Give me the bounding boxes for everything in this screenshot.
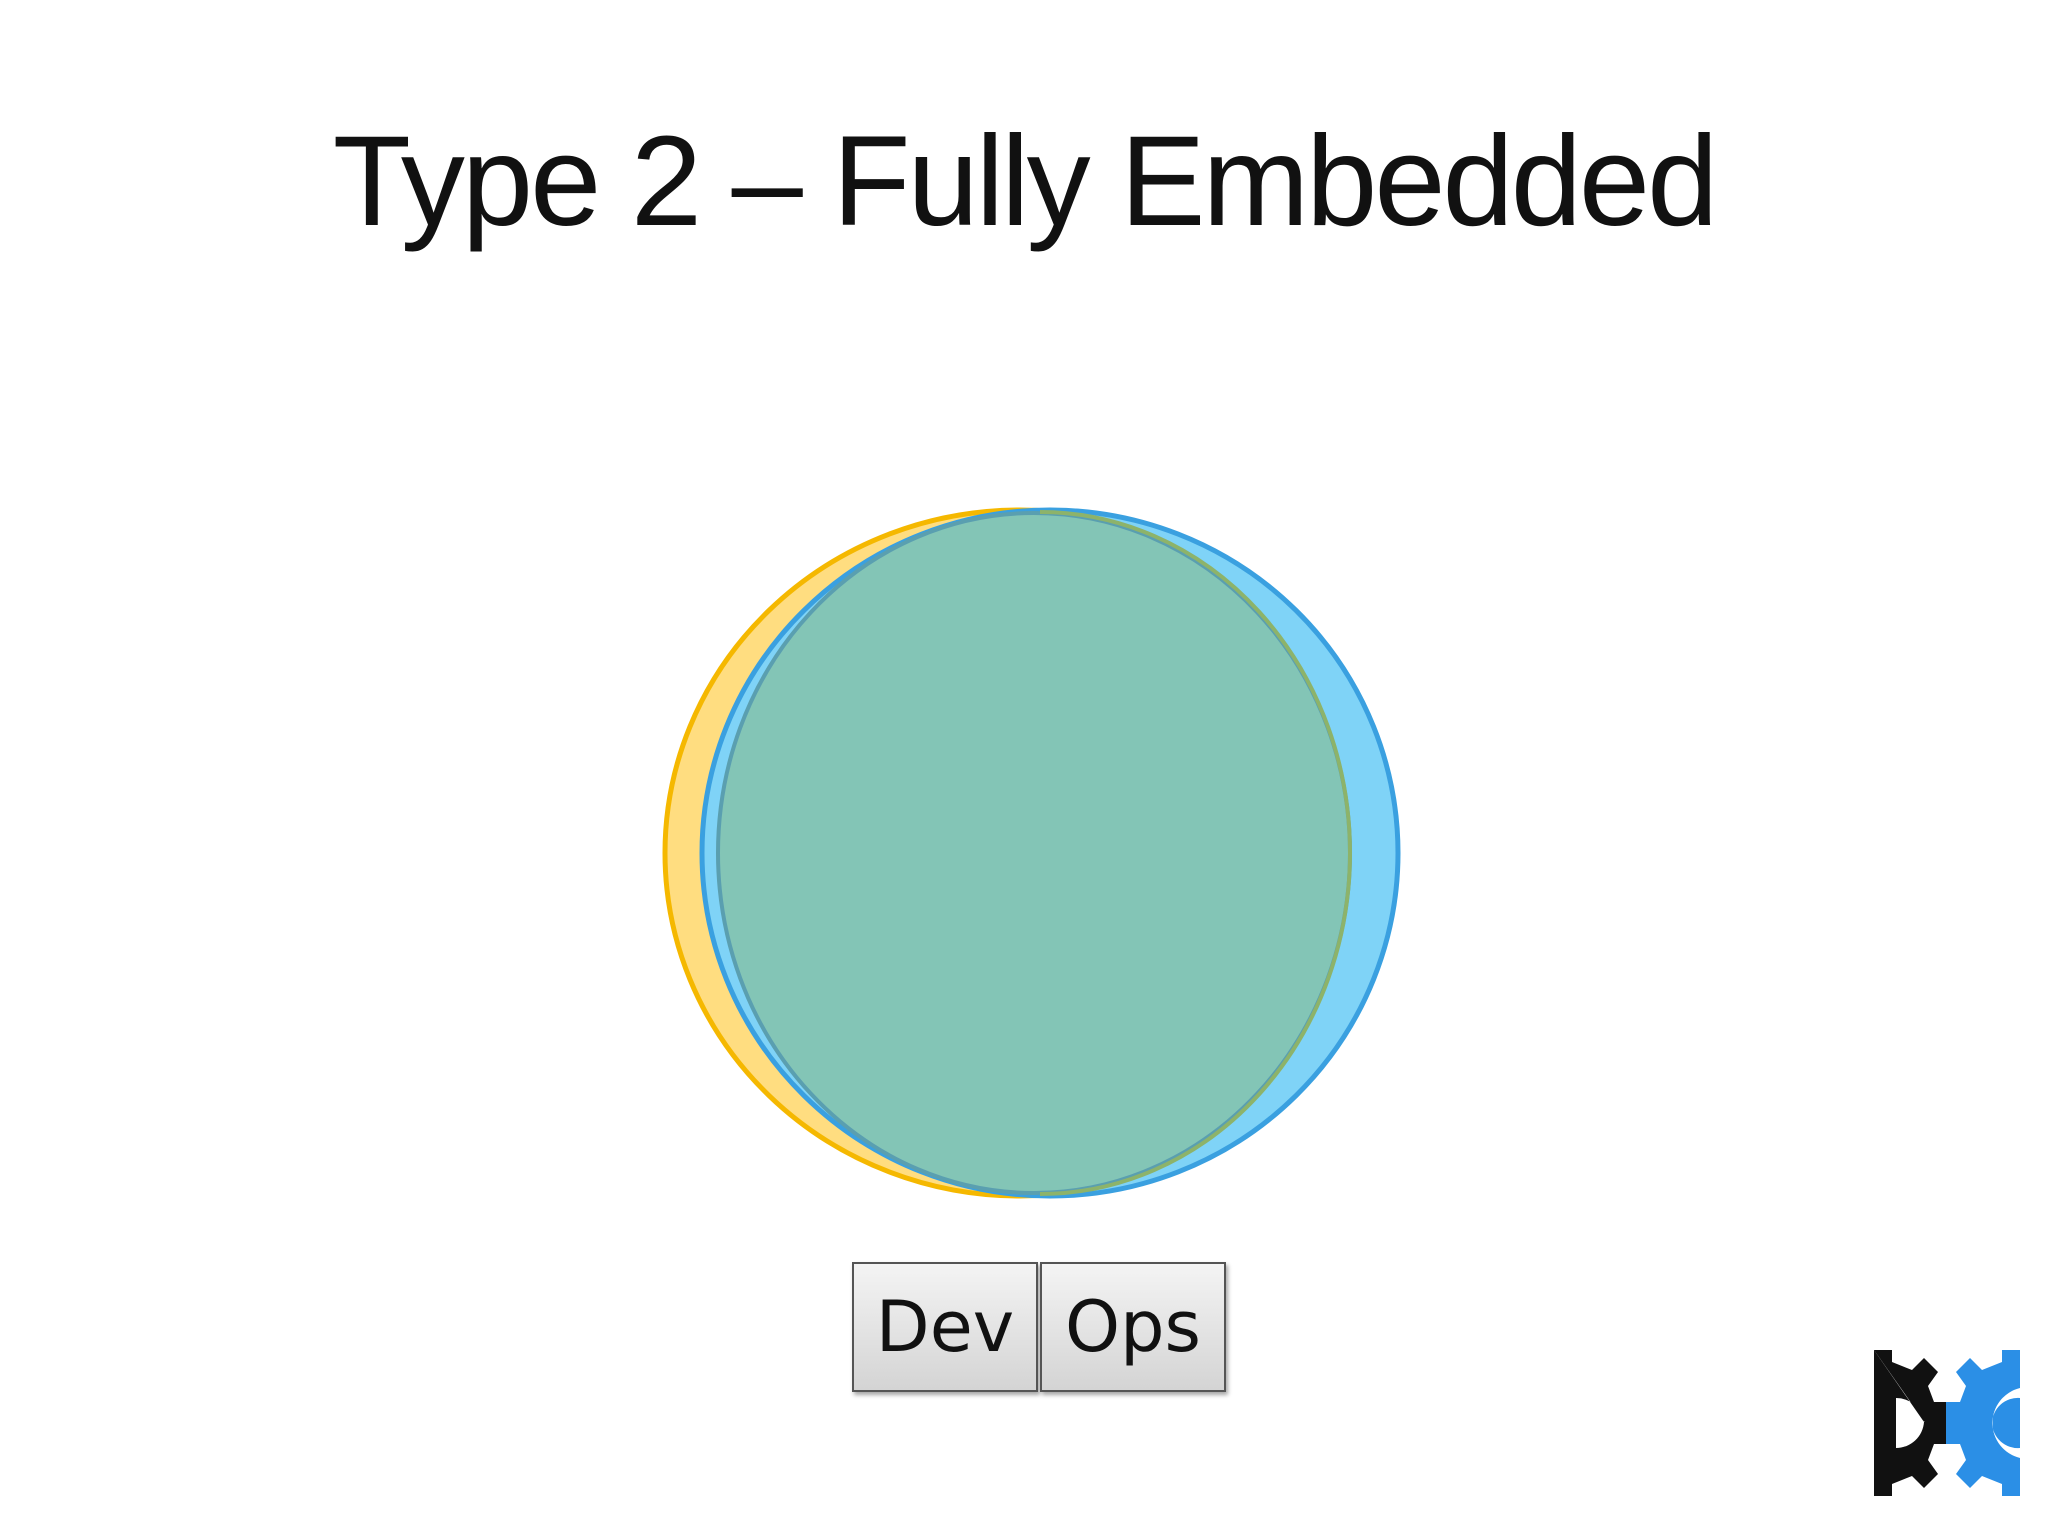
legend-ops-label: Ops: [1064, 1286, 1201, 1368]
overlap-region: [718, 513, 1350, 1193]
slide-title: Type 2 – Fully Embedded: [332, 110, 1719, 253]
legend-dev-box: Dev: [852, 1262, 1038, 1392]
legend: Dev Ops: [852, 1262, 1226, 1392]
gear-pair-logo-icon: [1874, 1350, 2020, 1496]
blue-gear-icon: [1946, 1350, 2020, 1496]
legend-ops-box: Ops: [1040, 1262, 1226, 1392]
legend-dev-label: Dev: [875, 1286, 1015, 1368]
black-gear-icon: [1874, 1350, 1948, 1496]
overlap-outline-ops: [1039, 510, 1352, 1196]
